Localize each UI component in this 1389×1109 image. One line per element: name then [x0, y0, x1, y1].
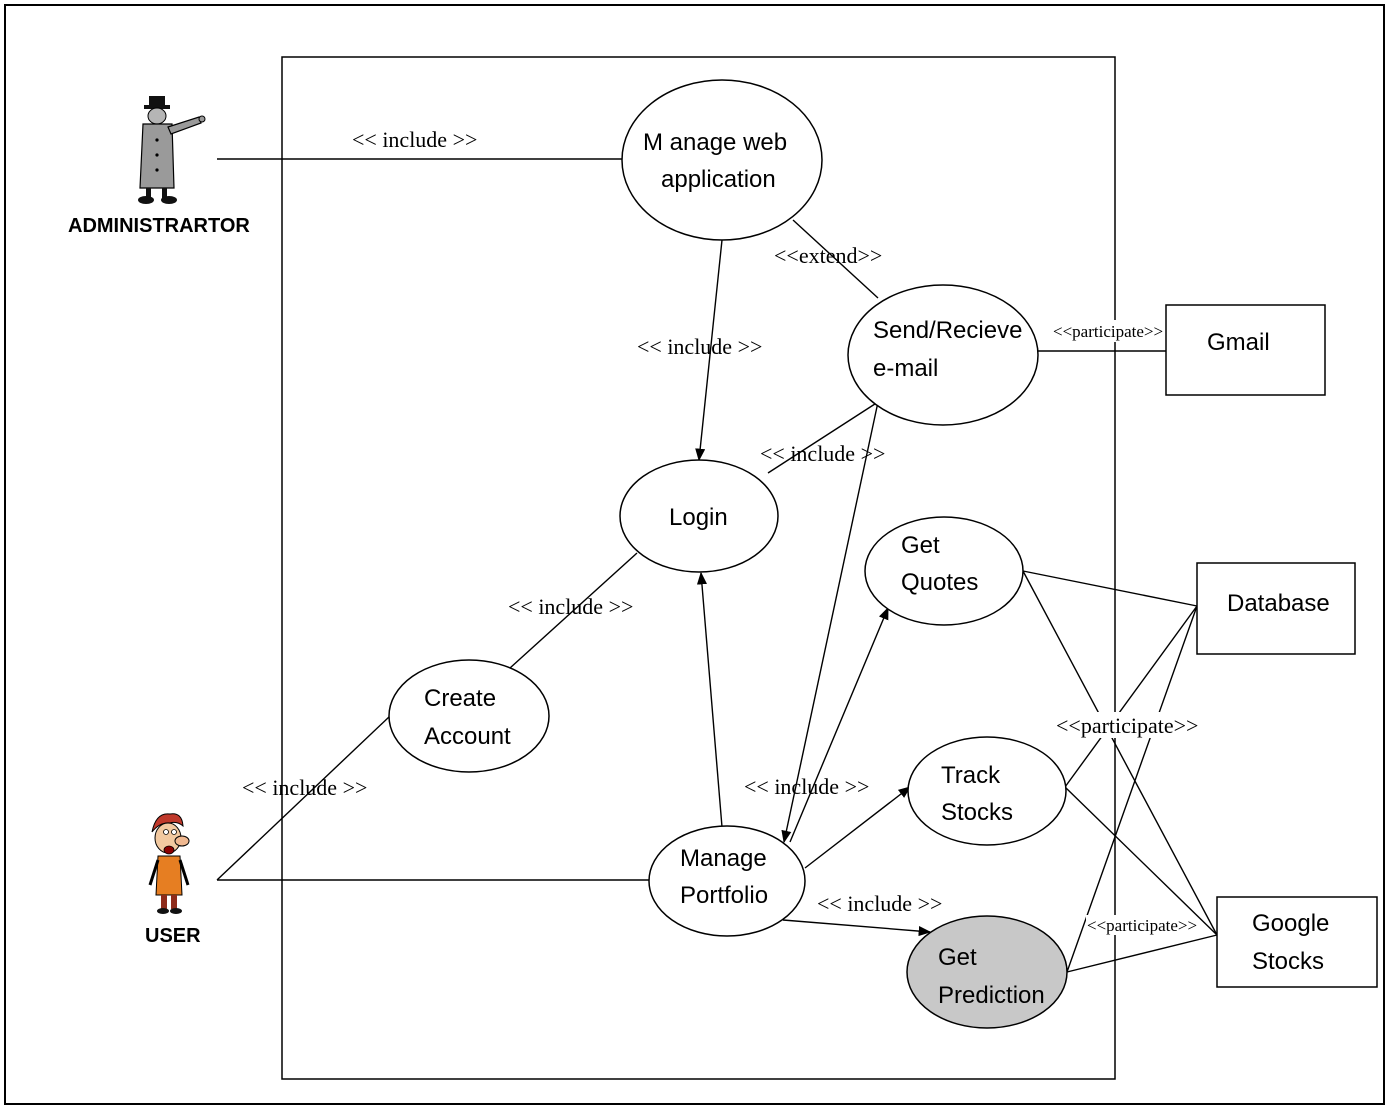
- track-to-database-line: [1064, 605, 1198, 788]
- use-case-get-quotes[interactable]: Get Quotes: [864, 516, 1024, 626]
- participate-gmail-label: <<participate>>: [1053, 322, 1163, 341]
- gmail-label: Gmail: [1207, 329, 1270, 356]
- get-quotes-line2: Quotes: [901, 569, 978, 596]
- quotes-to-google-line: [1022, 570, 1218, 936]
- portfolio-to-prediction-arrow: [782, 919, 932, 937]
- email-include-label: << include >>: [760, 441, 885, 466]
- track-to-google-line: [1064, 786, 1218, 936]
- participate-db-label: <<participate>>: [1056, 713, 1198, 738]
- use-case-login[interactable]: Login: [619, 459, 779, 573]
- create-account-to-login-line: [509, 552, 638, 669]
- track-stocks-line1: Track: [941, 762, 1001, 789]
- send-email-line1: Send/Recieve: [873, 317, 1022, 344]
- system-gmail[interactable]: Gmail: [1165, 304, 1326, 396]
- participate-google-label: <<participate>>: [1087, 916, 1197, 935]
- use-case-send-receive-email[interactable]: Send/Recieve e-mail: [847, 284, 1039, 426]
- actor-administrator[interactable]: ADMINISTRARTOR: [68, 96, 250, 237]
- login-to-email-line: [767, 401, 879, 474]
- send-email-line2: e-mail: [873, 355, 938, 382]
- login-label: Login: [669, 504, 728, 531]
- user-label: USER: [145, 925, 201, 947]
- quotes-to-database-line: [1022, 570, 1198, 607]
- actor-user[interactable]: USER: [145, 813, 201, 947]
- extend-line: [792, 219, 879, 299]
- use-case-manage-web-application[interactable]: M anage web application: [621, 79, 823, 241]
- manage-web-line1: M anage web: [643, 129, 787, 156]
- system-database[interactable]: Database: [1196, 562, 1356, 655]
- track-stocks-line2: Stocks: [941, 799, 1013, 826]
- login-include-label: << include >>: [637, 334, 762, 359]
- user-include-label: << include >>: [242, 775, 367, 800]
- portfolio-to-email-arrow: [781, 401, 879, 844]
- manage-portfolio-line1: Manage: [680, 845, 767, 872]
- create-include-label: << include >>: [508, 594, 633, 619]
- system-google-stocks[interactable]: Google Stocks: [1216, 896, 1378, 988]
- manage-web-line2: application: [661, 166, 776, 193]
- manage-web-to-login-arrow: [695, 239, 723, 462]
- administrator-label: ADMINISTRARTOR: [68, 215, 250, 237]
- extend-label: <<extend>>: [774, 243, 882, 268]
- outer-frame: [4, 4, 1385, 1105]
- portfolio-to-quotes-arrow: [789, 606, 889, 843]
- use-case-manage-portfolio[interactable]: Manage Portfolio: [648, 825, 806, 937]
- create-account-line2: Account: [424, 723, 511, 750]
- connections: [216, 158, 1218, 973]
- relation-labels: << include >> <<extend>> << include >> <…: [242, 127, 1202, 935]
- portfolio-to-login-arrow: [696, 571, 723, 828]
- database-label: Database: [1227, 590, 1330, 617]
- portfolio-to-track-arrow: [804, 786, 911, 869]
- google-stocks-line1: Google: [1252, 910, 1329, 937]
- prediction-to-database-line: [1066, 605, 1198, 973]
- get-prediction-line1: Get: [938, 944, 977, 971]
- administrator-figure-icon: [138, 96, 206, 204]
- use-case-get-prediction[interactable]: Get Prediction: [906, 915, 1068, 1029]
- get-quotes-line1: Get: [901, 532, 940, 559]
- prediction-to-google-line: [1066, 934, 1218, 973]
- user-cartoon-icon: [148, 813, 190, 914]
- google-stocks-line2: Stocks: [1252, 948, 1324, 975]
- manage-portfolio-line2: Portfolio: [680, 882, 768, 909]
- admin-include-label: << include >>: [352, 127, 477, 152]
- use-case-track-stocks[interactable]: Track Stocks: [907, 736, 1067, 846]
- create-account-line1: Create: [424, 685, 496, 712]
- user-to-create-account-line: [216, 715, 391, 881]
- use-case-create-account[interactable]: Create Account: [388, 659, 550, 773]
- get-prediction-line2: Prediction: [938, 982, 1045, 1009]
- prediction-include-label: << include >>: [817, 891, 942, 916]
- system-boundary: [281, 56, 1116, 1080]
- portfolio-include-label: << include >>: [744, 774, 869, 799]
